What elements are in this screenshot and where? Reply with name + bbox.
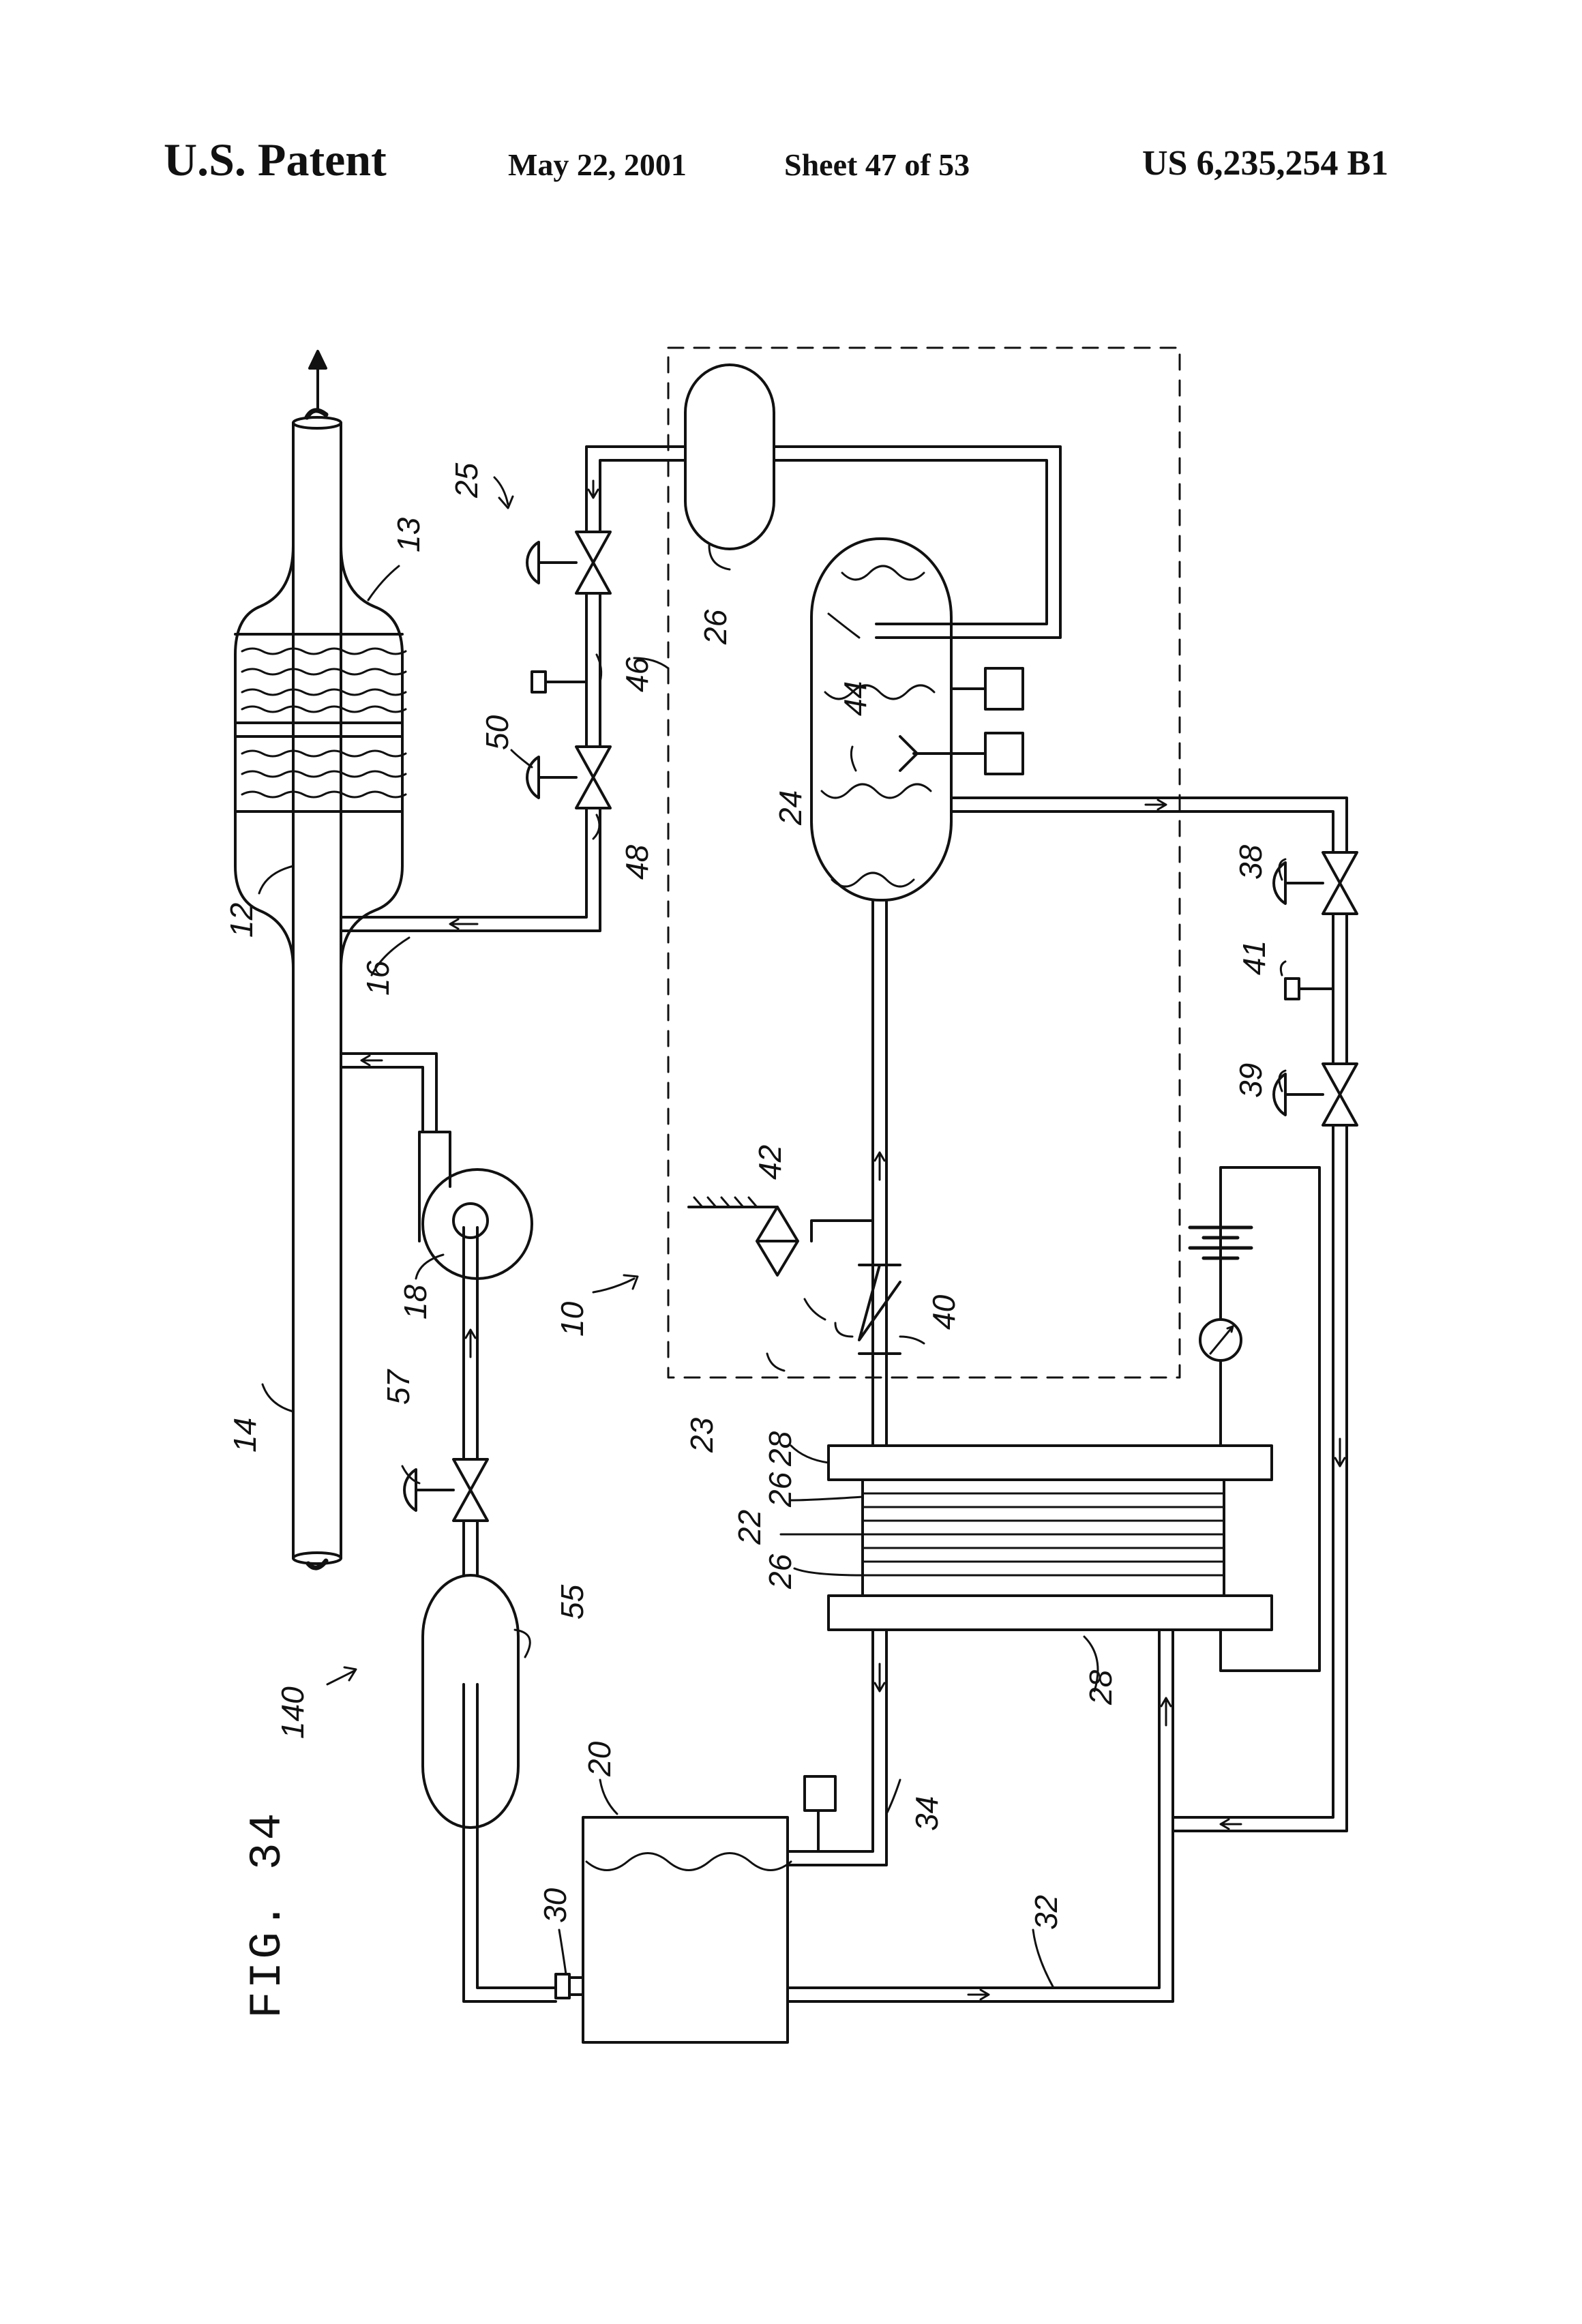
check-valve-40	[859, 1265, 900, 1354]
ref-label-25: 25	[449, 462, 484, 498]
ref-label-30: 30	[537, 1888, 573, 1923]
ref-label-48: 48	[619, 844, 655, 880]
ref-label-26-upper: 26	[762, 1472, 798, 1508]
line-34	[788, 1630, 886, 1865]
tank-sensor-lower	[914, 733, 1023, 774]
sensor-41	[1285, 979, 1333, 999]
ref-label-23: 23	[684, 1417, 719, 1453]
line-16	[341, 842, 600, 931]
tank-55	[423, 1575, 518, 1828]
ref-label-16: 16	[360, 960, 395, 996]
ref-label-50: 50	[479, 715, 515, 750]
fuel-cell-stack-22	[829, 1446, 1272, 1630]
ref-label-22: 22	[732, 1510, 767, 1545]
ref-label-24: 24	[773, 790, 808, 826]
ref-label-13: 13	[391, 517, 426, 552]
system-boundary	[668, 348, 1180, 1377]
ref-label-55: 55	[554, 1584, 590, 1620]
tank-26	[685, 365, 774, 549]
ref-label-44: 44	[837, 681, 873, 716]
ref-label-18: 18	[398, 1284, 433, 1320]
reservoir-20	[583, 1817, 791, 2042]
ref-label-26-lower: 26	[762, 1553, 798, 1590]
sensor-34	[805, 1776, 835, 1851]
ref-label-39: 39	[1233, 1063, 1268, 1098]
ref-label-12: 12	[224, 903, 259, 938]
valve-46	[527, 532, 610, 593]
ref-label-14: 14	[227, 1418, 263, 1452]
valve-48	[527, 747, 610, 808]
tank-sensor-upper	[951, 668, 1023, 709]
blower-outlet	[341, 1054, 436, 1132]
ref-label-46: 46	[619, 657, 655, 692]
ref-label-140: 140	[275, 1686, 310, 1739]
ref-label-26-top: 26	[698, 609, 733, 645]
valve-38	[1274, 852, 1357, 914]
ref-label-34: 34	[909, 1796, 944, 1831]
filter-30	[556, 1974, 583, 1998]
catalytic-converter	[235, 546, 406, 968]
tank-24	[811, 539, 951, 900]
ref-label-57: 57	[380, 1369, 416, 1405]
valve-39	[1274, 1064, 1357, 1125]
ref-label-10: 10	[554, 1301, 590, 1337]
relief-valve-42	[689, 1197, 873, 1275]
sensor-50	[532, 672, 586, 692]
ref-label-20: 20	[582, 1741, 617, 1777]
ref-label-40: 40	[926, 1294, 961, 1330]
ref-label-28-bottom: 28	[1083, 1669, 1118, 1705]
ref-label-28-top: 28	[762, 1431, 798, 1467]
ref-label-42: 42	[752, 1145, 788, 1180]
ref-label-32: 32	[1028, 1895, 1064, 1930]
ref-label-38: 38	[1233, 844, 1268, 880]
valve-57	[404, 1459, 488, 1521]
exhaust-pipe	[293, 351, 341, 1568]
ref-label-41: 41	[1236, 940, 1272, 975]
figure-label: FIG. 34	[242, 1811, 293, 2018]
